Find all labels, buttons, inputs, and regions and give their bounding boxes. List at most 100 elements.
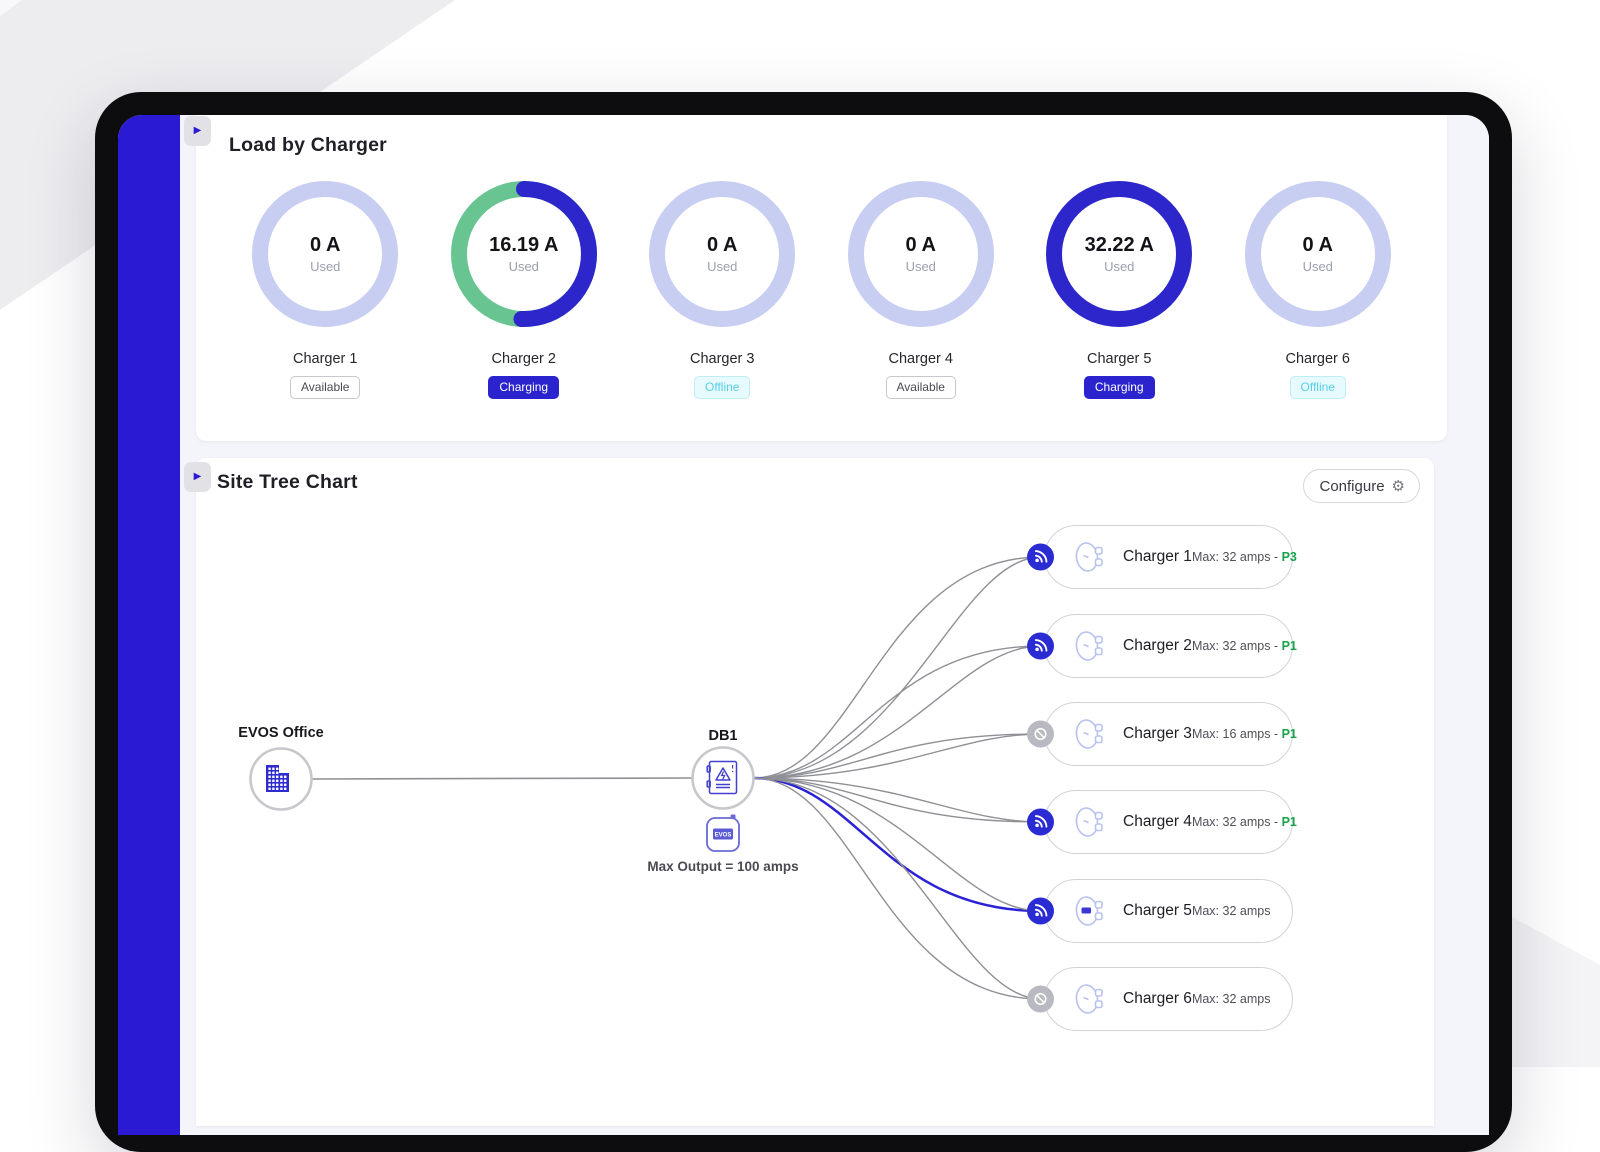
load-donut-chart: 0 A Used — [1243, 179, 1393, 329]
priority-label: P1 — [1282, 639, 1297, 653]
priority-label: P1 — [1282, 727, 1297, 741]
max-amps-label: Max: 16 amps - P1 — [1192, 727, 1297, 741]
db-to-charger-link — [754, 778, 1042, 911]
max-output-label: Max Output = 100 amps — [593, 859, 853, 874]
used-caption: Used — [1104, 259, 1134, 274]
connectivity-online-badge — [1027, 809, 1054, 836]
site-root-node[interactable] — [251, 749, 312, 810]
load-by-charger-card: Load by Charger 0 A Used Charger 1 Avail… — [196, 115, 1447, 441]
app-screen: ▶ ▶ Load by Charger 0 A Used Charger 1 A… — [118, 115, 1489, 1135]
db-to-charger-link — [754, 646, 1042, 778]
tree-charger-name: Charger 1 — [1123, 548, 1192, 566]
db-to-charger-link — [754, 778, 1042, 911]
charger-device-icon — [1073, 715, 1107, 753]
max-amps-label: Max: 32 amps — [1192, 992, 1271, 1006]
used-caption: Used — [707, 259, 737, 274]
evos-controller-icon: EVOS — [707, 815, 739, 852]
priority-label: P3 — [1282, 550, 1297, 564]
charger-donut-cell: 0 A Used Charger 4 Available — [822, 179, 1021, 399]
tree-charger-name: Charger 2 — [1123, 637, 1192, 655]
tree-charger-node[interactable]: Charger 4 Max: 32 amps - P1 — [1044, 790, 1293, 854]
site-tree-diagram: EVOS EVOS Office DB1 Max Output = 100 am… — [196, 458, 1434, 1126]
used-amps-value: 0 A — [1303, 234, 1333, 257]
db-to-charger-link — [754, 557, 1042, 778]
used-caption: Used — [1303, 259, 1333, 274]
max-amps-label: Max: 32 amps — [1192, 904, 1271, 918]
chevron-right-icon: ▶ — [194, 126, 202, 136]
tree-charger-name: Charger 3 — [1123, 725, 1192, 743]
used-caption: Used — [906, 259, 936, 274]
root-node-label: EVOS Office — [196, 725, 366, 741]
charger-name: Charger 1 — [293, 351, 357, 367]
charger-device-icon — [1073, 980, 1107, 1018]
db-to-charger-link — [754, 557, 1042, 778]
max-amps-label: Max: 32 amps - P1 — [1192, 815, 1297, 829]
site-tree-card: Site Tree Chart Configure ⚙ — [196, 458, 1434, 1126]
charger-donut-cell: 0 A Used Charger 6 Offline — [1219, 179, 1418, 399]
max-amps-label: Max: 32 amps - P1 — [1192, 639, 1297, 653]
load-by-charger-title: Load by Charger — [229, 134, 387, 157]
device-frame: ▶ ▶ Load by Charger 0 A Used Charger 1 A… — [95, 92, 1512, 1152]
tree-charger-node[interactable]: Charger 3 Max: 16 amps - P1 — [1044, 702, 1293, 766]
charger-donut-cell: 16.19 A Used Charger 2 Charging — [425, 179, 624, 399]
priority-label: P1 — [1282, 815, 1297, 829]
status-badge: Charging — [488, 376, 559, 399]
charger-name: Charger 5 — [1087, 351, 1151, 367]
status-badge: Available — [886, 376, 956, 399]
charger-donut-cell: 32.22 A Used Charger 5 Charging — [1020, 179, 1219, 399]
load-donut-chart: 0 A Used — [250, 179, 400, 329]
used-amps-value: 0 A — [707, 234, 737, 257]
status-badge: Offline — [694, 376, 750, 399]
tree-charger-node[interactable]: Charger 5 Max: 32 amps — [1044, 879, 1293, 943]
charger-donut-cell: 0 A Used Charger 1 Available — [226, 179, 425, 399]
wifi-icon — [1032, 638, 1049, 655]
evos-box-label: EVOS — [715, 833, 732, 839]
load-donut-chart: 16.19 A Used — [449, 179, 599, 329]
status-badge: Offline — [1290, 376, 1346, 399]
charger-name: Charger 3 — [690, 351, 754, 367]
tree-charger-node[interactable]: Charger 1 Max: 32 amps - P3 — [1044, 525, 1293, 589]
connectivity-online-badge — [1027, 633, 1054, 660]
db-to-charger-link — [754, 778, 1042, 999]
sidebar[interactable] — [118, 115, 180, 1135]
charger-device-icon — [1073, 803, 1107, 841]
charger-device-icon — [1073, 627, 1107, 665]
used-amps-value: 32.22 A — [1085, 234, 1154, 257]
max-amps-label: Max: 32 amps - P3 — [1192, 550, 1297, 564]
wifi-off-icon — [1032, 991, 1049, 1008]
tree-charger-name: Charger 4 — [1123, 813, 1192, 831]
status-badge: Charging — [1084, 376, 1155, 399]
wifi-off-icon — [1032, 726, 1049, 743]
tree-charger-name: Charger 6 — [1123, 990, 1192, 1008]
used-amps-value: 16.19 A — [489, 234, 558, 257]
charger-device-icon — [1073, 892, 1107, 930]
connectivity-offline-badge — [1027, 986, 1054, 1013]
wifi-icon — [1032, 549, 1049, 566]
charger-donut-row: 0 A Used Charger 1 Available 16.19 A Use… — [226, 179, 1417, 399]
chevron-right-icon: ▶ — [194, 472, 202, 482]
charger-device-icon — [1073, 538, 1107, 576]
distribution-board-node[interactable] — [693, 748, 754, 809]
db-to-charger-link — [754, 646, 1042, 778]
load-donut-chart: 0 A Used — [846, 179, 996, 329]
wifi-icon — [1032, 814, 1049, 831]
tree-charger-node[interactable]: Charger 2 Max: 32 amps - P1 — [1044, 614, 1293, 678]
collapse-tree-section-button[interactable]: ▶ — [184, 462, 211, 492]
tree-charger-name: Charger 5 — [1123, 902, 1192, 920]
root-to-db-link — [312, 778, 692, 779]
db-to-charger-link — [754, 778, 1042, 999]
db-node-label: DB1 — [653, 728, 793, 744]
main-content: ▶ ▶ Load by Charger 0 A Used Charger 1 A… — [180, 115, 1489, 1135]
connectivity-online-badge — [1027, 544, 1054, 571]
charger-name: Charger 4 — [889, 351, 953, 367]
status-badge: Available — [290, 376, 360, 399]
tree-charger-node[interactable]: Charger 6 Max: 32 amps — [1044, 967, 1293, 1031]
used-caption: Used — [310, 259, 340, 274]
connectivity-offline-badge — [1027, 721, 1054, 748]
charger-donut-cell: 0 A Used Charger 3 Offline — [623, 179, 822, 399]
used-amps-value: 0 A — [310, 234, 340, 257]
load-donut-chart: 0 A Used — [647, 179, 797, 329]
connectivity-online-badge — [1027, 898, 1054, 925]
wifi-icon — [1032, 903, 1049, 920]
collapse-load-section-button[interactable]: ▶ — [184, 116, 211, 146]
